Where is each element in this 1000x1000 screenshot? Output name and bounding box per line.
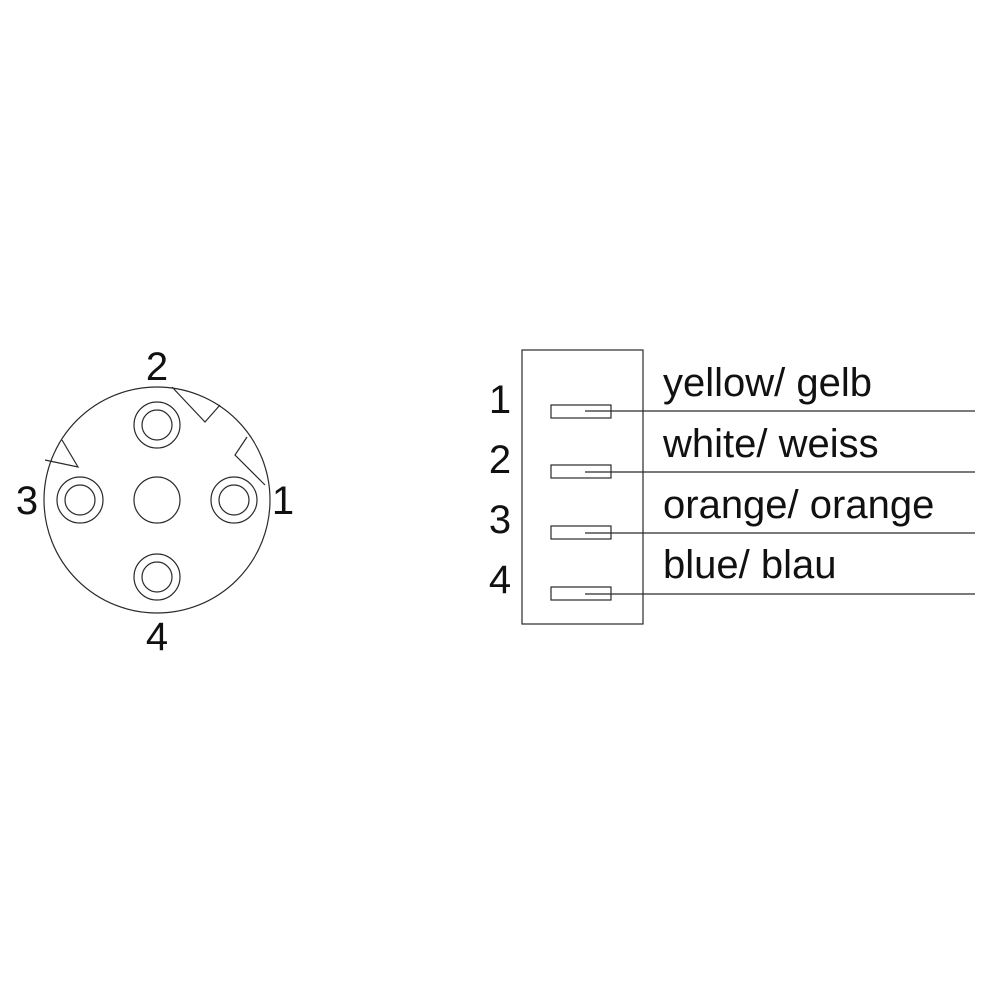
wiring-table: 1 yellow/ gelb 2 white/ weiss 3 orange/ …: [489, 349, 975, 625]
pin-4-contact: [133, 553, 181, 601]
wire-row: 3 orange/ orange: [489, 483, 975, 542]
pin-3-contact: [56, 476, 104, 524]
wire-color-label: white/ weiss: [662, 422, 879, 466]
pin-label-2: 2: [146, 345, 168, 389]
wire-pin-number: 1: [489, 378, 511, 422]
wire-row: 2 white/ weiss: [489, 422, 975, 482]
wire-color-label: orange/ orange: [663, 483, 934, 527]
pin-label-4: 4: [146, 615, 168, 659]
coding-key-right: [234, 436, 266, 486]
connector-face: 2 1 3 4: [16, 345, 294, 659]
center-contact: [133, 476, 181, 524]
pin-1-contact: [210, 476, 258, 524]
wire-color-label: yellow/ gelb: [663, 361, 872, 405]
wire-pin-number: 4: [489, 558, 511, 602]
coding-key-top: [171, 386, 221, 423]
pin-2-contact: [133, 401, 181, 449]
wire-color-label: blue/ blau: [663, 543, 836, 587]
pin-label-3: 3: [16, 479, 38, 523]
wire-row: 4 blue/ blau: [489, 543, 975, 602]
wire-pin-number: 2: [489, 438, 511, 482]
wire-row: 1 yellow/ gelb: [489, 361, 975, 422]
coding-key-left: [44, 439, 80, 468]
pin-label-1: 1: [272, 479, 294, 523]
connector-outline: [43, 386, 271, 614]
wire-pin-number: 3: [489, 498, 511, 542]
connector-housing: [521, 349, 644, 625]
